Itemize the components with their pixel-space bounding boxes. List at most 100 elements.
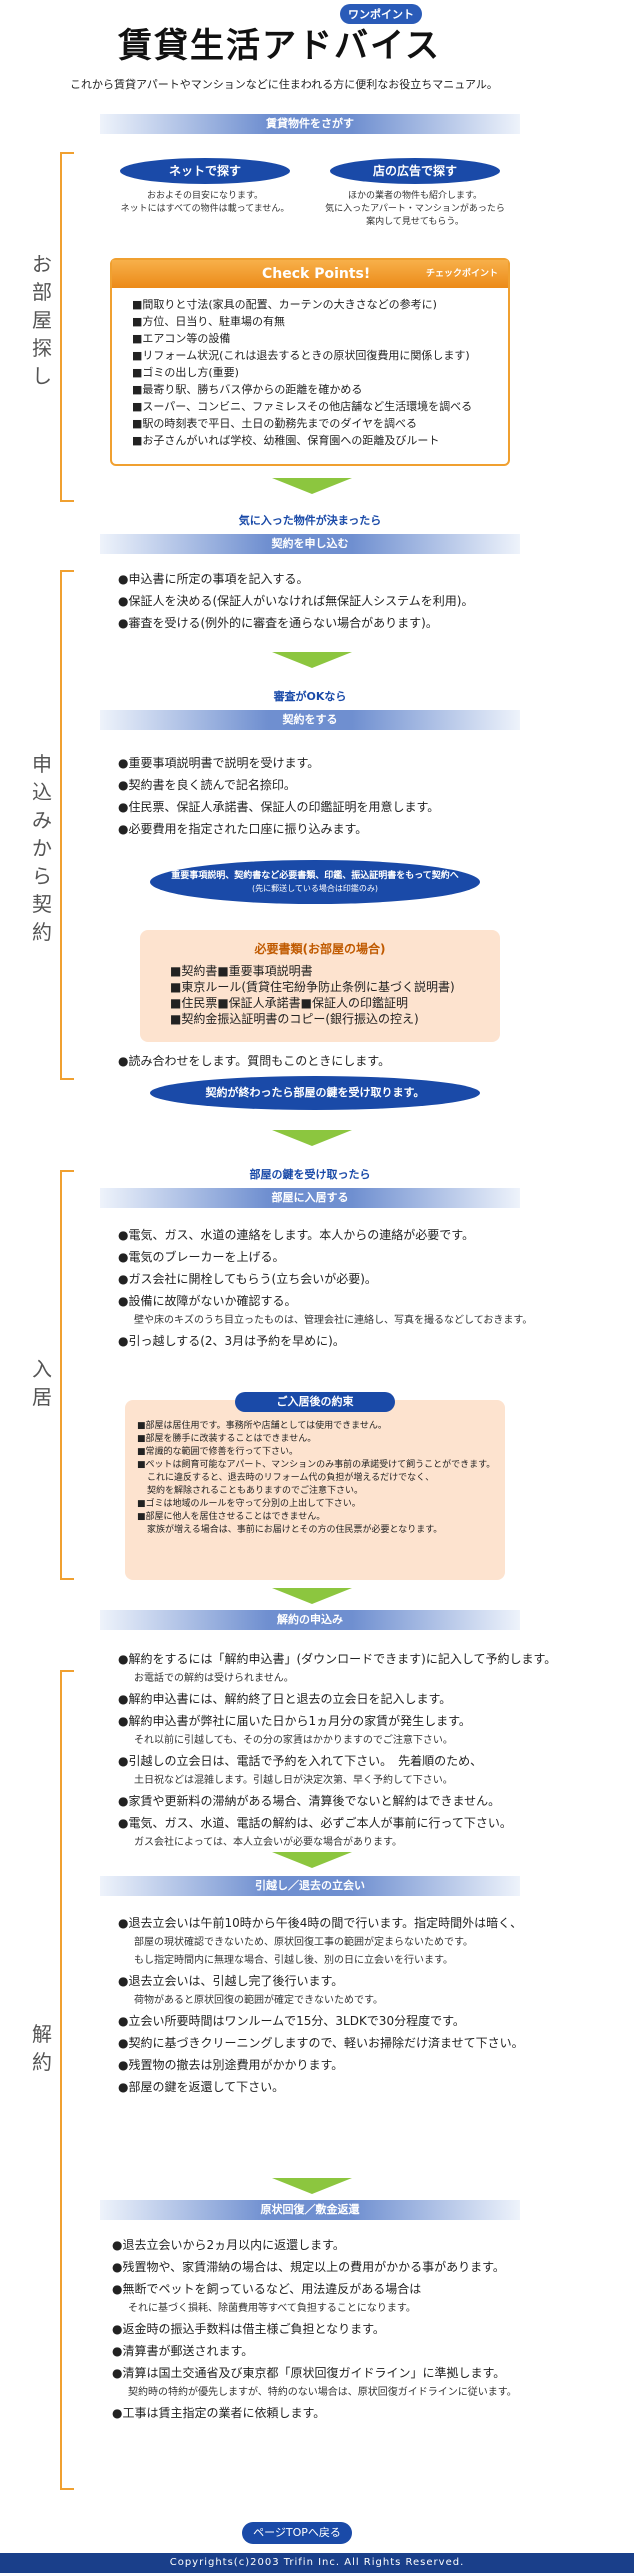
list-item: ●引越しの立会日は、電話で予約を入れて下さい。 先着順のため、 [118, 1754, 483, 1768]
section-label-apply: 申込みから契約 [32, 752, 52, 944]
bar-moveout: 引越し／退去の立会い [100, 1876, 520, 1896]
oval-contract-line2: (先に郵送している場合は印鑑のみ) [251, 884, 378, 893]
list-item: ●契約に基づきクリーニングしますので、軽いお掃除だけ済ませて下さい。 [118, 2036, 524, 2050]
list-item: ●残置物や、家賃滞納の場合は、規定以上の費用がかかる事があります。 [112, 2260, 505, 2274]
section-bracket-cancel [60, 1670, 74, 2490]
page-header: ワンポイント 賃貸生活アドバイス これから賃貸アパートやマンションなどに住まわれ… [0, 0, 634, 110]
contract-list: ●重要事項説明書で説明を受けます。 ●契約書を良く読んで記名捺印。 ●住民票、保… [118, 752, 439, 840]
read-list: ●読み合わせをします。質問もこのときにします。 [118, 1050, 390, 1072]
list-item: ■駅の時刻表で平日、土日の勤務先までのダイヤを調べる [132, 417, 418, 430]
check-points-title: Check Points! [262, 266, 371, 282]
list-item: ■契約書■重要事項説明書 [170, 964, 313, 978]
list-item: もし指定時間内に無理な場合、引越し後、別の日に立会いを行います。 [134, 1955, 453, 1966]
list-item: ■ゴミは地域のルールを守って分別の上出して下さい。 [137, 1499, 361, 1509]
bar-restoration: 原状回復／敷金返還 [100, 2200, 520, 2220]
list-item: ■エアコン等の設備 [132, 332, 231, 345]
cancel-list: ●解約をするには「解約申込書」(ダウンロードできます)に記入して予約します。 お… [118, 1648, 556, 1852]
flow-text-key: 部屋の鍵を受け取ったら [249, 1168, 371, 1181]
check-points-header: Check Points! チェックポイント [112, 260, 508, 288]
list-item: 土日祝などは混雑します。引越し日が決定次第、早く予約して下さい。 [134, 1775, 453, 1786]
section-bracket-movein [60, 1170, 74, 1580]
flow-arrow [272, 478, 352, 494]
list-item: ●清算は国土交通省及び東京都「原状回復ガイドライン」に準拠します。 [112, 2366, 506, 2380]
list-item: ■住民票■保証人承諾書■保証人の印鑑証明 [170, 996, 409, 1010]
list-item: ●残置物の撤去は別途費用がかかります。 [118, 2058, 344, 2072]
list-item: ●契約書を良く読んで記名捺印。 [118, 778, 296, 792]
page-subtitle: これから賃貸アパートやマンションなどに住まわれる方に便利なお役立ちマニュアル。 [70, 78, 498, 91]
list-item: ●申込書に所定の事項を記入する。 [118, 572, 309, 586]
flow-arrow [272, 1852, 352, 1868]
list-item: ■常識的な範囲で修善を行って下さい。 [137, 1447, 299, 1457]
oval-shop-search: 店の広告で探す [330, 158, 500, 184]
list-item: ●保証人を決める(保証人がいなければ無保証人システムを利用)。 [118, 594, 474, 608]
apply-list: ●申込書に所定の事項を記入する。 ●保証人を決める(保証人がいなければ無保証人シ… [118, 568, 473, 634]
section-bracket-search [60, 152, 74, 502]
back-to-top-link[interactable]: ページTOPへ戻る [242, 2522, 352, 2544]
list-item: ■リフォーム状況(これは退去するときの原状回復費用に関係します) [132, 349, 470, 362]
net-note-1: おおよその目安になります。 [146, 191, 264, 201]
page-title: 賃貸生活アドバイス [118, 26, 441, 66]
movein-list: ●電気、ガス、水道の連絡をします。本人からの連絡が必要です。 ●電気のブレーカー… [118, 1224, 532, 1352]
list-item: ガス会社によっては、本人立会いが必要な場合があります。 [134, 1837, 402, 1848]
flow-arrow [272, 2178, 352, 2194]
section-label-cancel: 解約 [32, 2022, 52, 2074]
movein-rules-list: ■部屋は居住用です。事務所や店舗としては使用できません。 ■部屋を勝手に改装する… [125, 1400, 505, 1537]
moveout-list: ●退去立会いは午前10時から午後4時の間で行います。指定時間外は暗く、 部屋の現… [118, 1912, 524, 2098]
list-item: ●解約をするには「解約申込書」(ダウンロードできます)に記入して予約します。 [118, 1652, 557, 1666]
list-item: ●電気、ガス、水道の連絡をします。本人からの連絡が必要です。 [118, 1228, 475, 1242]
list-item: 契約を解除されることもありますのでご注意下さい。 [147, 1486, 364, 1496]
bar-search: 賃貸物件をさがす [100, 114, 520, 134]
flow-arrow [272, 1588, 352, 1604]
list-item: ●設備に故障がないか確認する。 [118, 1294, 297, 1308]
list-item: ●清算書が郵送されます。 [112, 2344, 254, 2358]
required-documents-box: 必要書類(お部屋の場合) ■契約書■重要事項説明書 ■東京ルール(賃貸住宅紛争防… [140, 930, 500, 1042]
list-item: 契約時の特約が優先しますが、特約のない場合は、原状回復ガイドラインに従います。 [128, 2387, 517, 2398]
list-item: ■部屋は居住用です。事務所や店舗としては使用できません。 [137, 1421, 387, 1431]
list-item: 荷物があると原状回復の範囲が確定できないためです。 [134, 1995, 383, 2006]
restoration-list: ●退去立会いから2ヵ月以内に返還します。 ●残置物や、家賃滞納の場合は、規定以上… [112, 2234, 517, 2424]
list-item: ●解約申込書が弊社に届いた日から1ヵ月分の家賃が発生します。 [118, 1714, 471, 1728]
shop-note-2: 気に入ったアパート・マンションがあったら [325, 204, 505, 214]
oval-contract-documents: 重要事項説明、契約書など必要書類、印鑑、振込証明書をもって契約へ (先に郵送して… [150, 860, 480, 904]
list-item: ●退去立会いは午前10時から午後4時の間で行います。指定時間外は暗く、 [118, 1916, 523, 1930]
list-item: ●家賃や更新料の滞納がある場合、清算後でないと解約はできません。 [118, 1794, 501, 1808]
list-item: ●必要費用を指定された口座に振り込みます。 [118, 822, 368, 836]
list-item: ●退去立会いから2ヵ月以内に返還します。 [112, 2238, 345, 2252]
list-item: ●解約申込書には、解約終了日と退去の立会日を記入します。 [118, 1692, 452, 1706]
list-item: ●無断でペットを飼っているなど、用法違反がある場合は [112, 2282, 422, 2296]
list-item: ●引っ越しする(2、3月は予約を早めに)。 [118, 1334, 345, 1348]
flow-arrow [272, 1130, 352, 1146]
list-item: それに基づく損耗、除菌費用等すべて負担することになります。 [128, 2303, 416, 2314]
list-item: ●電気、ガス、水道、電話の解約は、必ずご本人が事前に行って下さい。 [118, 1816, 512, 1830]
list-item: ■ペットは飼育可能なアパート、マンションのみ事前の承諾受けて飼うことができます。 [137, 1460, 496, 1470]
section-bracket-apply [60, 570, 74, 1080]
onepoint-badge: ワンポイント [340, 4, 422, 24]
list-item: ●審査を受ける(例外的に審査を通らない場合があります)。 [118, 616, 438, 630]
bar-movein: 部屋に入居する [100, 1188, 520, 1208]
bar-contract: 契約をする [100, 710, 520, 730]
flow-text-review: 審査がOKなら [273, 690, 347, 703]
movein-rules-box: ご入居後の約束 ■部屋は居住用です。事務所や店舗としては使用できません。 ■部屋… [125, 1392, 505, 1580]
list-item: ■部屋を勝手に改装することはできません。 [137, 1434, 317, 1444]
flow-text-search: 気に入った物件が決まったら [238, 514, 382, 527]
list-item: ■東京ルール(賃貸住宅紛争防止条例に基づく説明書) [170, 980, 455, 994]
list-item: ●重要事項説明書で説明を受けます。 [118, 756, 320, 770]
check-points-box: Check Points! チェックポイント ■間取りと寸法(家具の配置、カーテ… [110, 258, 510, 466]
list-item: 家族が増える場合は、事前にお届けとその方の住民票が必要となります。 [147, 1525, 443, 1535]
movein-rules-title: ご入居後の約束 [235, 1392, 395, 1412]
list-item: ■契約金振込証明書のコピー(銀行振込の控え) [170, 1012, 419, 1026]
list-item: ■お子さんがいれば学校、幼稚園、保育園への距離及びルート [132, 434, 440, 447]
list-item: ●返金時の振込手数料は借主様ご負担となります。 [112, 2322, 385, 2336]
section-label-movein: 入居 [32, 1357, 52, 1409]
list-item: ■部屋に他人を居住させることはできません。 [137, 1512, 326, 1522]
list-item: ■間取りと寸法(家具の配置、カーテンの大きさなどの参考に) [132, 298, 437, 311]
net-note-2: ネットにはすべての物件は載ってません。 [120, 204, 290, 214]
list-item: これに違反すると、退去時のリフォーム代の負担が増えるだけでなく、 [147, 1473, 435, 1483]
list-item: ●読み合わせをします。質問もこのときにします。 [118, 1054, 391, 1068]
oval-net-search: ネットで探す [120, 158, 290, 184]
list-item: ■最寄り駅、勝ちバス停からの距離を確かめる [132, 383, 363, 396]
list-item: お電話での解約は受けられません。 [134, 1673, 294, 1684]
shop-note-3: 案内して見せてもらう。 [366, 217, 464, 227]
list-item: 部屋の現状確認できないため、原状回復工事の範囲が定まらないためです。 [134, 1937, 473, 1948]
list-item: ●住民票、保証人承諾書、保証人の印鑑証明を用意します。 [118, 800, 440, 814]
